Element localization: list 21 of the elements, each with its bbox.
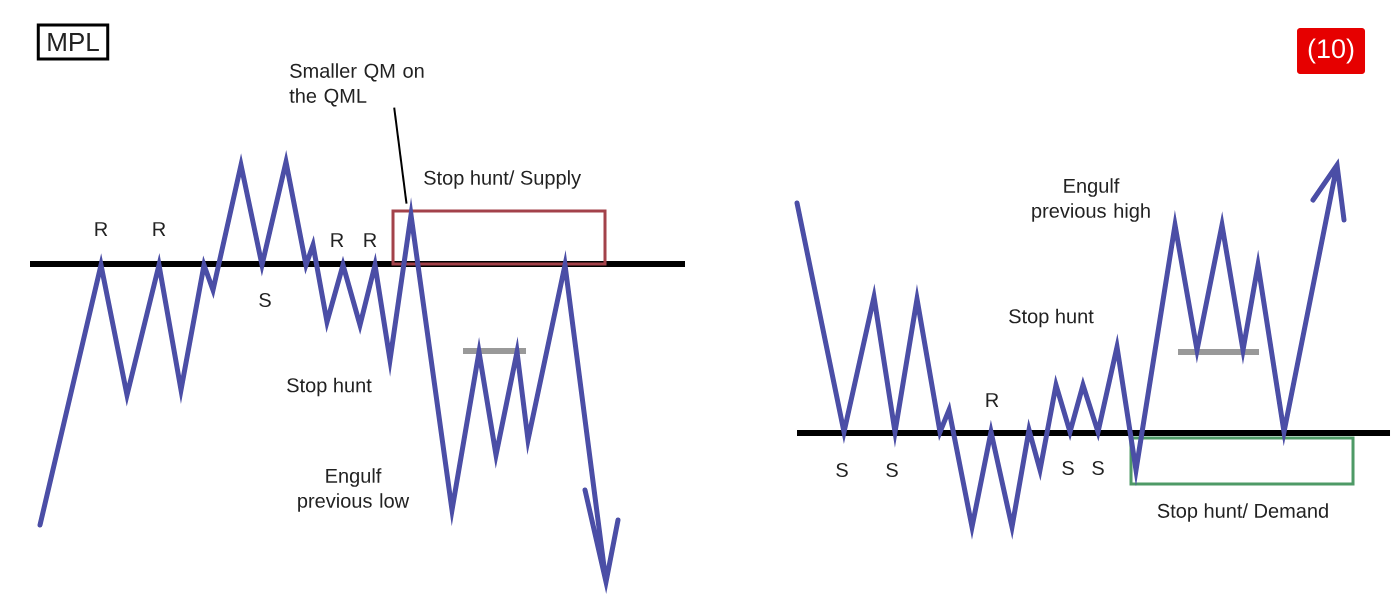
annotation-text: Engulf previous low <box>298 468 410 512</box>
node-label: Stop hunt/ Supply <box>424 170 582 189</box>
marker-letter: S <box>886 462 898 478</box>
annotation-text: Stop hunt <box>1009 308 1094 328</box>
zone-box: Stop hunt/ Supply <box>391 170 607 266</box>
marker-letter: S <box>259 292 271 308</box>
marker-letter: R <box>153 222 166 236</box>
marker-letter: S <box>1092 460 1104 476</box>
marker-letter: R <box>95 222 108 236</box>
leader-line <box>393 106 408 205</box>
title-box: MPL <box>36 23 110 61</box>
annotation-text: Engulf previous high <box>1032 178 1150 222</box>
marker-letter: R <box>331 233 344 247</box>
marker-letter: R <box>986 393 999 407</box>
annotation-text: Stop hunt <box>287 377 372 397</box>
marker-letter: S <box>1062 460 1074 476</box>
marker-letter: S <box>836 462 848 478</box>
zone-box: Stop hunt/ Demand <box>1129 436 1355 522</box>
node-label: Stop hunt/ Demand <box>1157 503 1328 522</box>
number-badge: (10) <box>1297 28 1365 74</box>
annotation-text: Smaller QM on the QML <box>289 63 424 107</box>
